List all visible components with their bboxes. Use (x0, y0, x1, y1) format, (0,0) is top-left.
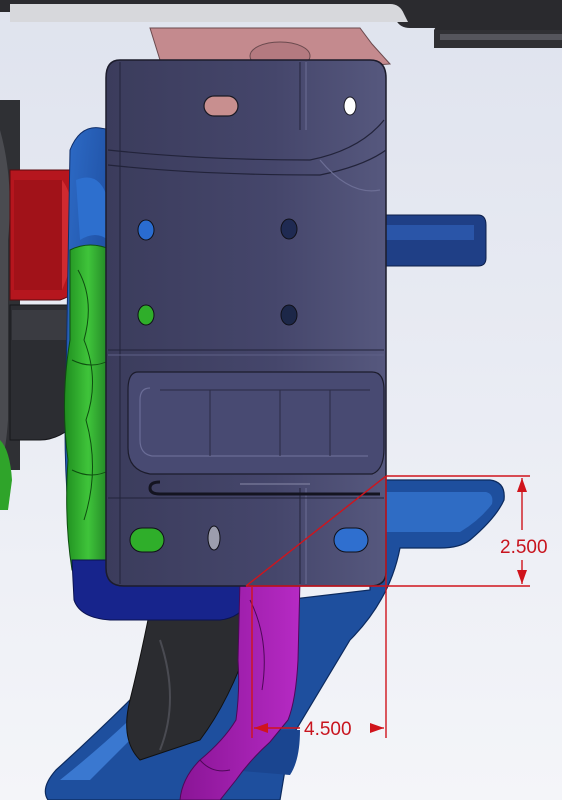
green-left-edge (0, 440, 12, 510)
blue-slot-hole (333, 527, 369, 553)
holes (129, 95, 369, 553)
main-bracket (105, 59, 387, 587)
green-part (63, 244, 113, 571)
top-frame (0, 0, 562, 48)
dark-hole-upper-right (280, 218, 298, 240)
vertical-dimension-value[interactable]: 2.500 (500, 537, 548, 558)
top-slot-hole (203, 95, 239, 117)
dimension-arrows (254, 478, 527, 733)
dark-lower-part (126, 609, 251, 761)
diagonal-reference-line (245, 475, 387, 587)
dark-hole-right (280, 304, 298, 326)
green-slot-hole (129, 527, 165, 553)
magenta-part (179, 579, 301, 801)
blue-rail-right (369, 214, 487, 267)
grey-slot-hole (207, 525, 221, 551)
blue-hole-upper-left (137, 219, 155, 241)
horizontal-dimension-value[interactable]: 4.500 (304, 719, 352, 740)
top-right-hole (343, 96, 357, 116)
green-hole-left (137, 304, 155, 326)
